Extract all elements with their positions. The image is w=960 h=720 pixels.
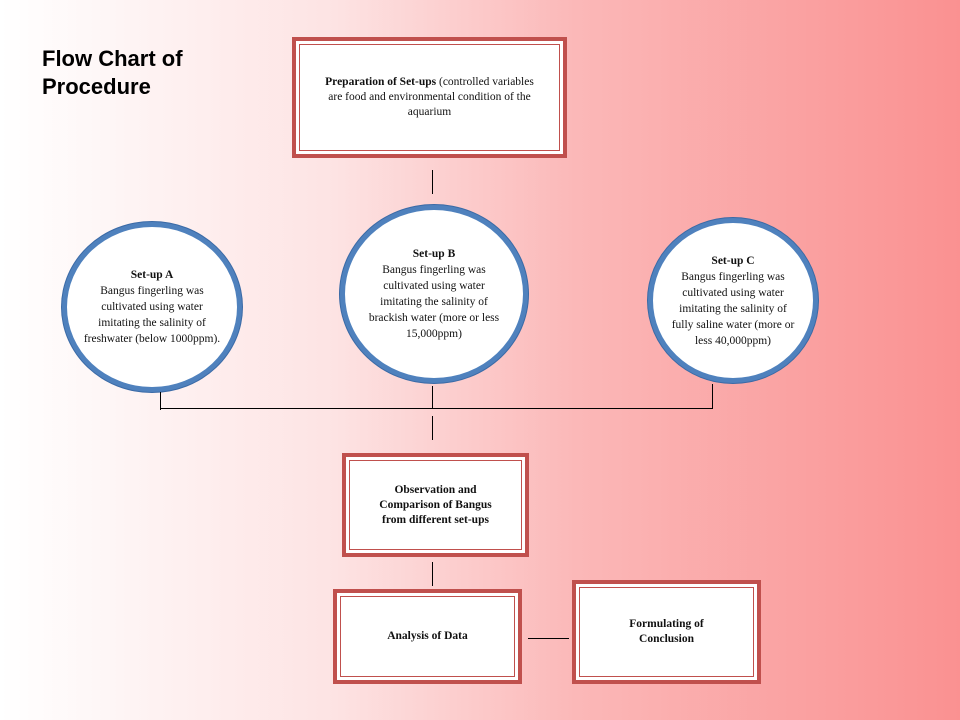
setup-c-text: Bangus fingerling was cultivated using w…	[671, 270, 795, 347]
horizontal-connector	[160, 408, 713, 409]
analysis-text: Analysis of Data	[387, 630, 468, 642]
preparation-label: Preparation of Set-ups	[325, 76, 437, 88]
preparation-box: Preparation of Set-ups (controlled varia…	[292, 37, 567, 158]
setup-a-label: Set-up A	[130, 269, 174, 281]
connector-analysis-to-conclusion	[528, 638, 569, 639]
preparation-detail: (controlled variables are food and envir…	[328, 76, 534, 118]
setup-c-label: Set-up C	[711, 254, 755, 267]
observation-box: Observation and Comparison of Bangus fro…	[342, 453, 529, 557]
setup-b-text: Bangus fingerling was cultivated using w…	[368, 264, 500, 340]
connector-prep-to-b	[432, 170, 433, 194]
connector-to-observation	[432, 416, 433, 440]
connector-observation-to-analysis	[432, 562, 433, 586]
title-line-1: Flow Chart of	[42, 46, 183, 71]
setup-b-circle: Set-up B Bangus fingerling was cultivate…	[340, 205, 528, 383]
title-line-2: Procedure	[42, 74, 151, 99]
observation-text: Observation and Comparison of Bangus fro…	[379, 483, 492, 526]
conclusion-box: Formulating of Conclusion	[572, 580, 761, 684]
drop-a	[160, 392, 161, 410]
setup-c-circle: Set-up C Bangus fingerling was cultivate…	[648, 218, 818, 383]
preparation-text: Preparation of Set-ups (controlled varia…	[322, 75, 537, 120]
conclusion-text: Formulating of Conclusion	[629, 618, 704, 645]
setup-a-text: Bangus fingerling was cultivated using w…	[83, 285, 221, 345]
analysis-box: Analysis of Data	[333, 589, 522, 684]
drop-b	[432, 386, 433, 408]
page-title: Flow Chart of Procedure	[42, 45, 183, 101]
setup-a-circle: Set-up A Bangus fingerling was cultivate…	[62, 222, 242, 392]
setup-b-label: Set-up B	[412, 248, 456, 260]
drop-c	[712, 384, 713, 408]
